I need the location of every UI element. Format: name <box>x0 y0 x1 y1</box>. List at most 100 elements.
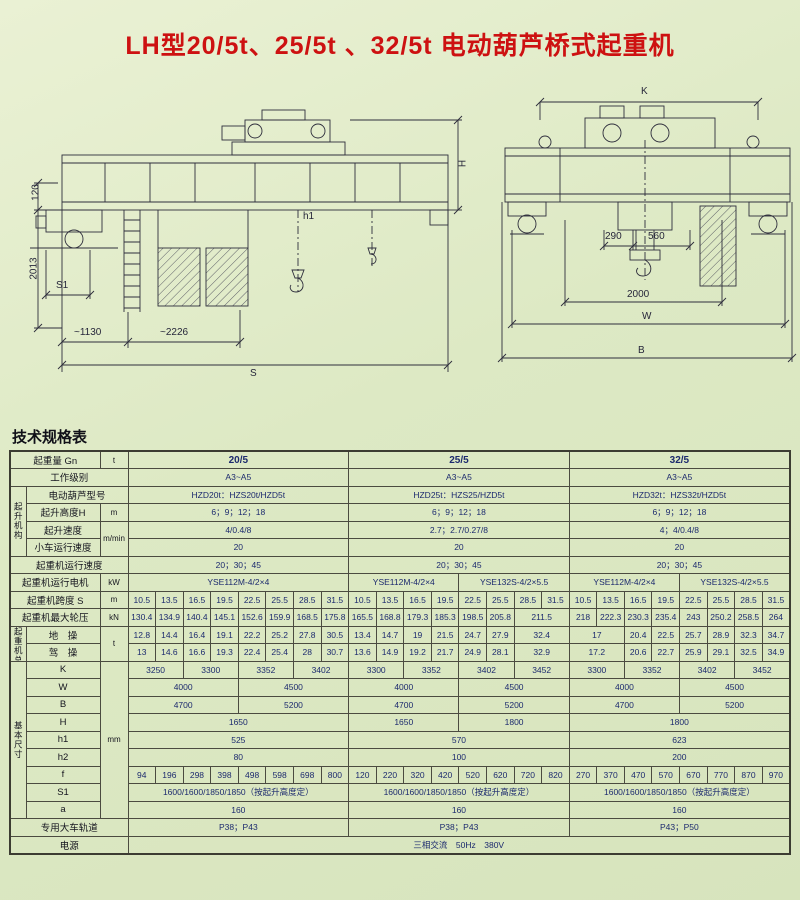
value-cell: 25.5 <box>706 590 736 609</box>
value-cell: 264 <box>761 608 791 627</box>
value-cell: 1800 <box>458 713 570 732</box>
unit-label: mm <box>99 660 129 819</box>
value-cell: 159.9 <box>265 608 294 627</box>
row-label: 地 操 <box>25 625 101 644</box>
value-cell: HZD25t：HZS25/HZD5t <box>348 485 570 504</box>
value-cell: 22.5 <box>458 590 488 609</box>
value-cell: 31.5 <box>761 590 791 609</box>
column-header: 25/5 <box>348 450 570 469</box>
value-cell: 3300 <box>182 660 239 679</box>
value-cell: 100 <box>348 748 570 767</box>
value-cell: 4；4/0.4/8 <box>568 520 791 539</box>
value-cell: 670 <box>679 765 708 784</box>
value-cell: 27.9 <box>486 625 515 644</box>
unit-label: t <box>99 625 129 662</box>
dimension-label: H <box>457 159 469 168</box>
value-cell: 185.3 <box>430 608 460 627</box>
value-cell: 20；30；45 <box>568 555 791 574</box>
dimension-label: W <box>642 311 652 322</box>
side-view-drawing <box>30 109 463 372</box>
value-cell: 34.7 <box>761 625 791 644</box>
value-cell: 4500 <box>458 678 570 697</box>
value-cell: 34.9 <box>761 643 791 662</box>
value-cell: 970 <box>761 765 791 784</box>
value-cell: 14.6 <box>155 643 184 662</box>
value-cell: 420 <box>430 765 460 784</box>
value-cell: 16.5 <box>182 590 212 609</box>
value-cell: 19.2 <box>403 643 432 662</box>
value-cell: 20.6 <box>623 643 653 662</box>
value-cell: 6；9；12；18 <box>348 503 570 522</box>
value-cell: 25.9 <box>679 643 708 662</box>
value-cell: 25.4 <box>265 643 294 662</box>
row-label: 驾 操 <box>25 643 101 662</box>
value-cell: 152.6 <box>237 608 267 627</box>
value-cell: 145.1 <box>210 608 239 627</box>
value-cell: 25.7 <box>679 625 708 644</box>
value-cell: 3250 <box>127 660 184 679</box>
value-cell: 698 <box>292 765 322 784</box>
value-cell: 20；30；45 <box>127 555 350 574</box>
value-cell: 2.7；2.7/0.27/8 <box>348 520 570 539</box>
row-label: 起重机运行速度 <box>9 555 129 574</box>
value-cell: 12.8 <box>127 625 157 644</box>
value-cell: 165.5 <box>348 608 377 627</box>
row-label: 起重量 Gn <box>9 450 101 469</box>
value-cell: 525 <box>127 730 350 749</box>
value-cell: 4700 <box>348 695 460 714</box>
value-cell: 32.4 <box>513 625 570 644</box>
value-cell: 130.4 <box>127 608 157 627</box>
value-cell: 623 <box>568 730 791 749</box>
value-cell: HZD20t：HZS20t/HZD5t <box>127 485 350 504</box>
table-row: 电源三相交流 50Hz 380V <box>9 835 791 854</box>
value-cell: 22.5 <box>651 625 681 644</box>
value-cell: HZD32t：HZS32t/HZD5t <box>568 485 791 504</box>
value-cell: 32.9 <box>513 643 570 662</box>
value-cell: 5200 <box>679 695 791 714</box>
value-cell: 1600/1600/1850/1850（按起升高度定） <box>568 783 791 802</box>
value-cell: 3300 <box>348 660 405 679</box>
value-cell: YSE112M-4/2×4 <box>127 573 350 592</box>
row-label: 电源 <box>9 835 129 854</box>
row-label: a <box>25 800 101 819</box>
row-label: 小车运行速度 <box>25 538 101 557</box>
value-cell: 570 <box>651 765 681 784</box>
value-cell: 218 <box>568 608 598 627</box>
value-cell: 3352 <box>623 660 681 679</box>
value-cell: 94 <box>127 765 157 784</box>
value-cell: 28.5 <box>513 590 543 609</box>
technical-drawings: 120 2013 S1 ~1130 ~2226 S H h1 K 290 560… <box>0 80 800 415</box>
value-cell: YSE112M-4/2×4 <box>348 573 460 592</box>
value-cell: 1650 <box>348 713 460 732</box>
row-label: S1 <box>25 783 101 802</box>
value-cell: 19.1 <box>210 625 239 644</box>
group-label: 基本尺寸 <box>9 660 27 819</box>
value-cell: 160 <box>127 800 350 819</box>
value-cell: 4000 <box>348 678 460 697</box>
value-cell: 498 <box>237 765 267 784</box>
value-cell: 32.5 <box>734 643 763 662</box>
value-cell: 31.5 <box>541 590 570 609</box>
value-cell: 6；9；12；18 <box>127 503 350 522</box>
value-cell: 370 <box>596 765 625 784</box>
value-cell: 3402 <box>458 660 515 679</box>
value-cell: 13.5 <box>155 590 184 609</box>
value-cell: 222.3 <box>596 608 625 627</box>
value-cell: 10.5 <box>348 590 377 609</box>
value-cell: 160 <box>348 800 570 819</box>
value-cell: 19 <box>403 625 432 644</box>
value-cell: 13.6 <box>348 643 377 662</box>
value-cell: 10.5 <box>127 590 157 609</box>
value-cell: 1600/1600/1850/1850（按起升高度定） <box>127 783 350 802</box>
